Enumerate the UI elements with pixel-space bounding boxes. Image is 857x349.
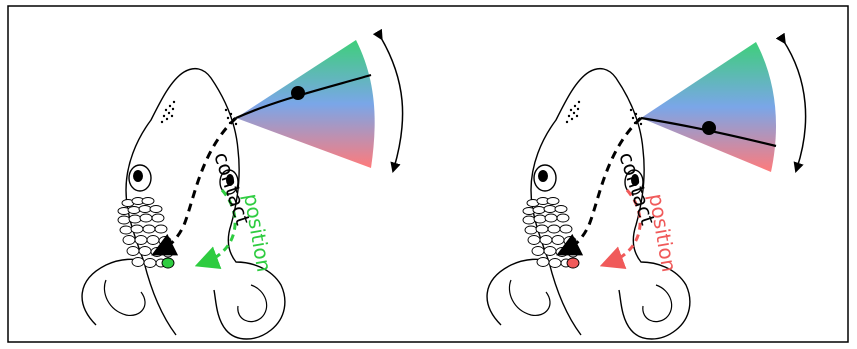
whisker-sweep-fan: [236, 40, 375, 168]
right-panel: contact position: [487, 40, 806, 339]
filled-circle-icon: [702, 121, 716, 135]
curved-double-arrow-icon: [380, 36, 403, 168]
curved-double-arrow-icon: [783, 40, 806, 168]
whisker-position-highlight: [162, 258, 174, 268]
position-label: position: [239, 192, 276, 274]
whisker-sweep-fan: [641, 42, 776, 172]
filled-circle-icon: [291, 86, 305, 100]
position-label: position: [644, 192, 681, 274]
left-panel: contact position: [82, 36, 403, 339]
whisker-position-highlight: [567, 258, 579, 268]
